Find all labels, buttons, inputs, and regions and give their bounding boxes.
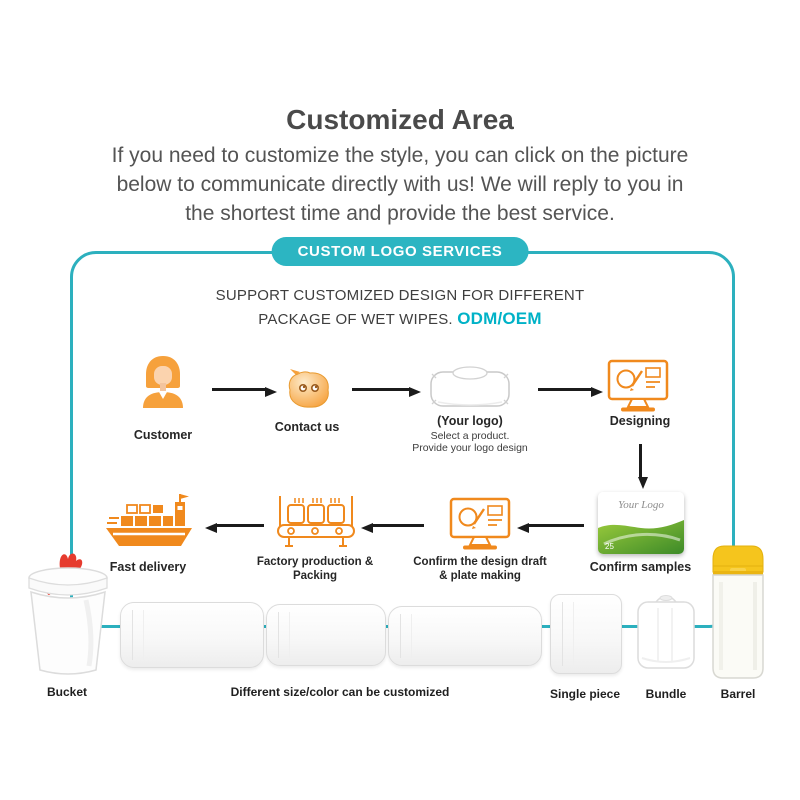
support-line-2: PACKAGE OF WET WIPES. ODM/OEM [0,307,800,331]
single-piece-label: Single piece [549,687,621,701]
sample-pack-count: 25 [605,542,614,551]
intro-line-1: If you need to customize the style, you … [111,144,689,167]
arrow-right-icon [538,387,603,397]
customer-label: Customer [133,428,193,442]
cargo-ship-icon [106,494,192,546]
designing-monitor-icon [607,359,669,412]
flat-pack-image[interactable] [388,606,542,666]
intro-text: If you need to customize the style, you … [0,141,800,228]
factory-label: Factory production & Packing [243,556,387,583]
bundle-image[interactable] [628,586,704,672]
arrow-right-icon [352,387,421,397]
odm-oem-text: ODM/OEM [457,309,542,328]
custom-logo-services-badge: CUSTOM LOGO SERVICES [271,237,529,266]
sample-pack-logo-text: Your Logo [618,499,664,511]
intro-line-2: below to communicate directly with us! W… [116,173,684,196]
barrel-image[interactable] [706,542,770,682]
confirm-samples-label: Confirm samples [589,560,692,574]
confirm-draft-label: Confirm the design draft & plate making [403,556,557,583]
sample-pack-image[interactable]: Your Logo 25 [598,492,684,554]
factory-line2: Packing [292,569,338,582]
contact-us-label: Contact us [274,420,340,434]
page-title: Customized Area [286,104,514,135]
factory-line1: Factory production & [256,556,374,568]
bundle-label: Bundle [645,687,687,701]
bucket-label: Bucket [46,685,87,699]
flat-pack-image[interactable] [266,604,386,666]
bucket-image[interactable] [14,546,118,682]
barrel-label: Barrel [720,687,756,701]
confirm-draft-line1: Confirm the design draft [413,556,547,568]
sample-pack-graphic [598,492,684,554]
your-logo-label: (Your logo) [437,414,503,428]
arrow-left-icon [205,523,264,533]
confirm-draft-line2: & plate making [439,569,521,582]
wipes-package-icon [430,366,510,407]
designing-label: Designing [609,414,671,428]
arrow-right-icon [212,387,277,397]
arrow-left-icon [361,523,424,533]
design-draft-monitor-icon [449,497,511,550]
support-line-1: SUPPORT CUSTOMIZED DESIGN FOR DIFFERENT [215,287,585,304]
arrow-down-icon [638,444,648,489]
factory-conveyor-icon [277,496,355,547]
intro-line-3: the shortest time and provide the best s… [185,202,615,225]
your-logo-sub2: Provide your logo design [412,442,528,454]
single-piece-image[interactable] [550,594,622,674]
wipes-sizes-label: Different size/color can be customized [230,685,450,699]
customer-icon [143,356,183,408]
your-logo-sub1: Select a product. [430,430,510,442]
support-line-2-text: PACKAGE OF WET WIPES. [258,311,453,328]
arrow-left-icon [517,523,584,533]
contact-chat-icon [288,369,329,408]
flat-pack-image[interactable] [120,602,264,668]
support-text: SUPPORT CUSTOMIZED DESIGN FOR DIFFERENT … [0,284,800,331]
fast-delivery-label: Fast delivery [109,560,187,574]
